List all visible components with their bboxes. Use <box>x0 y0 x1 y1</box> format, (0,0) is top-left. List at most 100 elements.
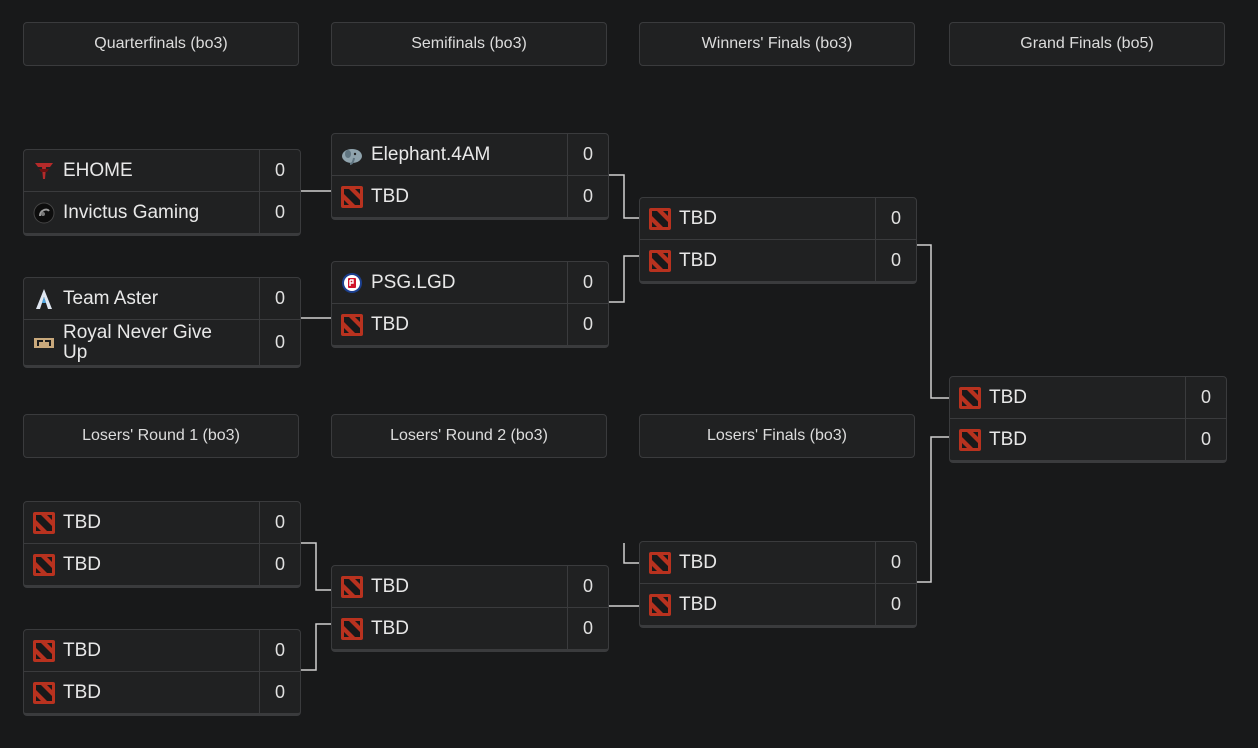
team-cell[interactable]: PSG.LGD <box>332 262 568 303</box>
connector-lf-gf <box>917 436 949 583</box>
header-label: Quarterfinals (bo3) <box>94 35 228 52</box>
team-name: TBD <box>63 639 101 661</box>
team-score: 0 <box>582 576 593 596</box>
team-score: 0 <box>582 618 593 638</box>
ig-logo-icon <box>33 202 55 224</box>
team-cell[interactable]: TBD <box>332 608 568 649</box>
team-row[interactable]: TBD 0 <box>332 607 608 649</box>
team-score: 0 <box>582 186 593 206</box>
team-cell[interactable]: TBD <box>332 566 568 607</box>
team-cell[interactable]: TBD <box>640 198 876 239</box>
team-score: 0 <box>274 682 285 702</box>
connector-lr1b-lr2 <box>301 623 331 671</box>
team-row[interactable]: TBD 0 <box>332 566 608 607</box>
team-name: TBD <box>679 207 717 229</box>
team-row[interactable]: TBD 0 <box>24 671 300 713</box>
team-cell[interactable]: Team Aster <box>24 278 260 319</box>
team-name: EHOME <box>63 159 133 181</box>
team-name: Royal Never Give Up <box>63 321 212 363</box>
team-row[interactable]: TBD 0 <box>950 377 1226 418</box>
team-name: TBD <box>679 593 717 615</box>
header-losers-round-1: Losers' Round 1 (bo3) <box>23 414 299 458</box>
team-cell[interactable]: TBD <box>24 544 260 585</box>
team-name: TBD <box>989 428 1027 450</box>
team-row[interactable]: TBD 0 <box>950 418 1226 460</box>
team-name: TBD <box>63 681 101 703</box>
team-cell[interactable]: TBD <box>24 672 260 713</box>
team-name: TBD <box>371 575 409 597</box>
team-cell[interactable]: TBD <box>332 304 568 345</box>
dota-logo-icon <box>33 553 55 576</box>
team-name: Team Aster <box>63 287 159 309</box>
team-cell[interactable]: Royal Never Give Up <box>24 320 260 365</box>
team-row[interactable]: TBD 0 <box>332 175 608 217</box>
connector-wf-gf <box>917 244 949 399</box>
team-score: 0 <box>582 272 593 292</box>
dota-logo-icon <box>649 207 671 230</box>
team-row[interactable]: PSG.LGD 0 <box>332 262 608 303</box>
team-cell[interactable]: TBD <box>950 419 1186 460</box>
header-winners-finals: Winners' Finals (bo3) <box>639 22 915 66</box>
dota-logo-icon <box>341 185 363 208</box>
team-name: PSG.LGD <box>371 271 456 293</box>
team-cell[interactable]: TBD <box>24 502 260 543</box>
team-cell[interactable]: TBD <box>332 176 568 217</box>
team-row[interactable]: TBD 0 <box>640 542 916 583</box>
ehome-logo-icon <box>33 160 55 182</box>
psglgd-logo-icon <box>341 272 363 294</box>
team-score: 0 <box>582 314 593 334</box>
dota-logo-icon <box>341 617 363 640</box>
dota-logo-icon <box>649 551 671 574</box>
team-cell[interactable]: TBD <box>24 630 260 671</box>
team-cell[interactable]: EHOME <box>24 150 260 191</box>
dota-logo-icon <box>341 575 363 598</box>
team-cell[interactable]: TBD <box>640 542 876 583</box>
header-semifinals: Semifinals (bo3) <box>331 22 607 66</box>
team-score: 0 <box>890 552 901 572</box>
team-name: TBD <box>371 313 409 335</box>
rng-logo-icon <box>33 332 55 354</box>
header-label: Winners' Finals (bo3) <box>701 35 853 52</box>
connector-lr1a-lr2 <box>301 542 331 591</box>
team-score: 0 <box>890 250 901 270</box>
team-cell[interactable]: TBD <box>640 240 876 281</box>
dota-logo-icon <box>959 386 981 409</box>
team-cell[interactable]: Invictus Gaming <box>24 192 260 233</box>
team-score: 0 <box>1200 429 1211 449</box>
team-cell[interactable]: TBD <box>640 584 876 625</box>
header-losers-round-2: Losers' Round 2 (bo3) <box>331 414 607 458</box>
team-row[interactable]: Royal Never Give Up 0 <box>24 319 300 365</box>
team-cell[interactable]: TBD <box>950 377 1186 418</box>
team-name: Invictus Gaming <box>63 201 200 223</box>
team-row[interactable]: TBD 0 <box>640 239 916 281</box>
team-cell[interactable]: Elephant.4AM <box>332 134 568 175</box>
dota-logo-icon <box>649 593 671 616</box>
team-row[interactable]: TBD 0 <box>332 303 608 345</box>
header-label: Losers' Round 2 (bo3) <box>390 427 548 444</box>
team-score: 0 <box>274 332 285 352</box>
header-label: Losers' Round 1 (bo3) <box>82 427 240 444</box>
aster-logo-icon <box>33 288 55 310</box>
team-name: TBD <box>371 185 409 207</box>
team-name: TBD <box>679 249 717 271</box>
team-score: 0 <box>1200 387 1211 407</box>
